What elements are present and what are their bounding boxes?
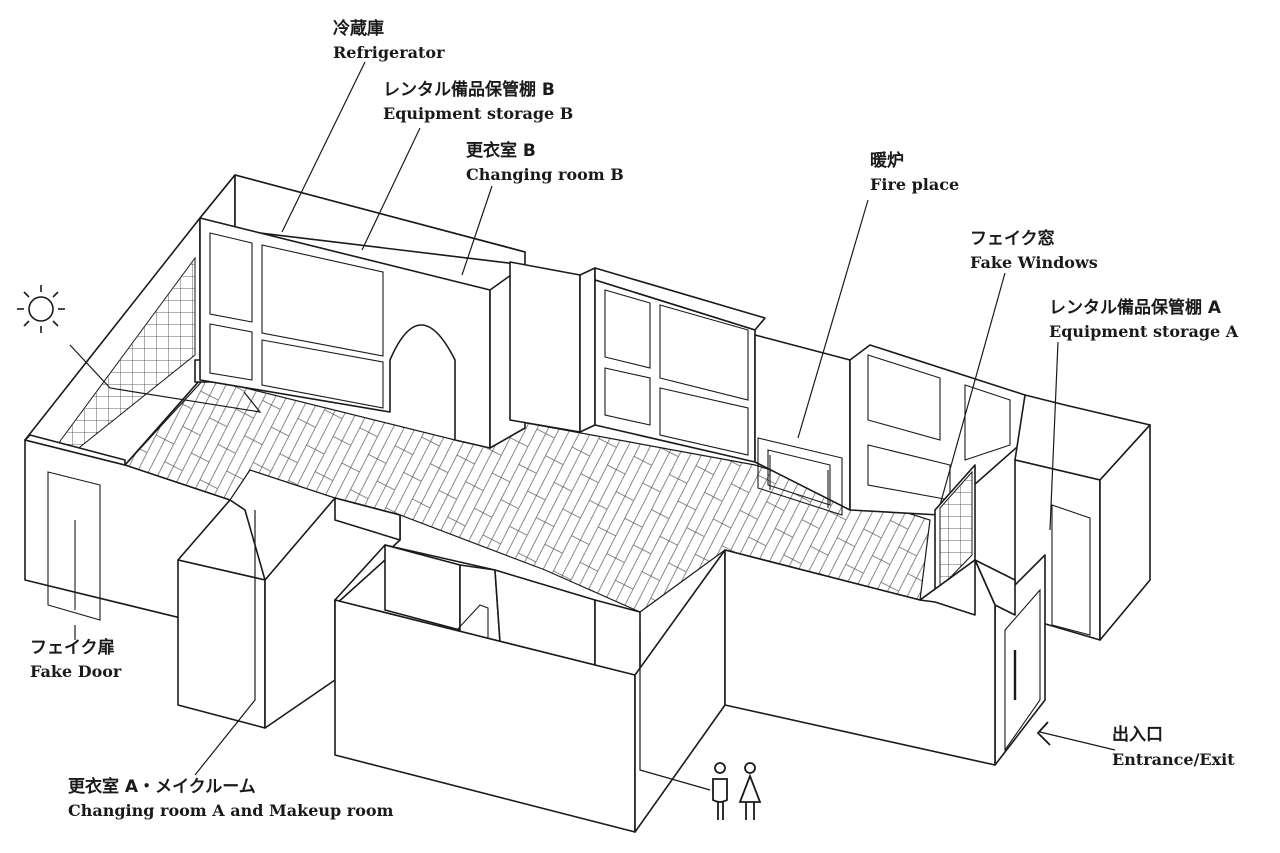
label-fake-door: フェイク扉 Fake Door bbox=[30, 637, 122, 681]
left-wall bbox=[24, 217, 214, 466]
fire-place-jp: 暖炉 bbox=[870, 150, 904, 171]
changing-room-a-jp: 更衣室 A・メイクルーム bbox=[68, 776, 256, 797]
entrance-exit-jp: 出入口 bbox=[1112, 724, 1163, 745]
refrigerator-jp: 冷蔵庫 bbox=[333, 18, 384, 39]
equipment-storage-a-jp: レンタル備品保管棚 A bbox=[1049, 297, 1222, 318]
fake-door-jp: フェイク扉 bbox=[30, 637, 115, 658]
right-panel-wall bbox=[849, 344, 1026, 516]
fire-place-en: Fire place bbox=[870, 175, 959, 194]
restroom-icon bbox=[712, 762, 762, 820]
front-right-wall bbox=[724, 549, 996, 766]
centre-pillar bbox=[509, 261, 596, 433]
back-wall-right bbox=[594, 267, 766, 463]
refrigerator-en: Refrigerator bbox=[333, 43, 445, 62]
back-wall-left bbox=[199, 174, 526, 449]
changing-room-a-block bbox=[177, 497, 401, 729]
sun-icon bbox=[17, 285, 65, 333]
fake-window-wall bbox=[934, 464, 976, 596]
label-fake-windows: フェイク窓 Fake Windows bbox=[970, 228, 1098, 272]
label-equipment-storage-a: レンタル備品保管棚 A Equipment storage A bbox=[1049, 297, 1239, 341]
equipment-storage-b-en: Equipment storage B bbox=[383, 104, 573, 123]
fake-door-en: Fake Door bbox=[30, 662, 122, 681]
fake-windows-en: Fake Windows bbox=[970, 253, 1098, 272]
changing-room-a-en: Changing room A and Makeup room bbox=[68, 801, 394, 820]
label-changing-room-b: 更衣室 B Changing room B bbox=[466, 140, 624, 184]
entrance-exit-en: Entrance/Exit bbox=[1112, 750, 1235, 769]
entrance-arrow-icon bbox=[1036, 721, 1051, 746]
fireplace-icon bbox=[757, 437, 843, 516]
label-changing-room-a: 更衣室 A・メイクルーム Changing room A and Makeup … bbox=[68, 776, 394, 820]
equipment-storage-a-en: Equipment storage A bbox=[1049, 322, 1239, 341]
storage-a-block bbox=[974, 394, 1151, 766]
label-equipment-storage-b: レンタル備品保管棚 B Equipment storage B bbox=[383, 79, 573, 123]
label-fire-place: 暖炉 Fire place bbox=[870, 150, 959, 194]
label-entrance-exit: 出入口 Entrance/Exit bbox=[1112, 724, 1235, 769]
fake-windows-jp: フェイク窓 bbox=[970, 228, 1055, 249]
changing-room-b-en: Changing room B bbox=[466, 165, 624, 184]
centre-front-block bbox=[334, 544, 726, 833]
label-refrigerator: 冷蔵庫 Refrigerator bbox=[333, 18, 445, 62]
changing-room-b-jp: 更衣室 B bbox=[466, 140, 536, 161]
fake-door-icon bbox=[47, 471, 101, 621]
leader-lines bbox=[69, 61, 1116, 791]
equipment-storage-b-jp: レンタル備品保管棚 B bbox=[383, 79, 555, 100]
